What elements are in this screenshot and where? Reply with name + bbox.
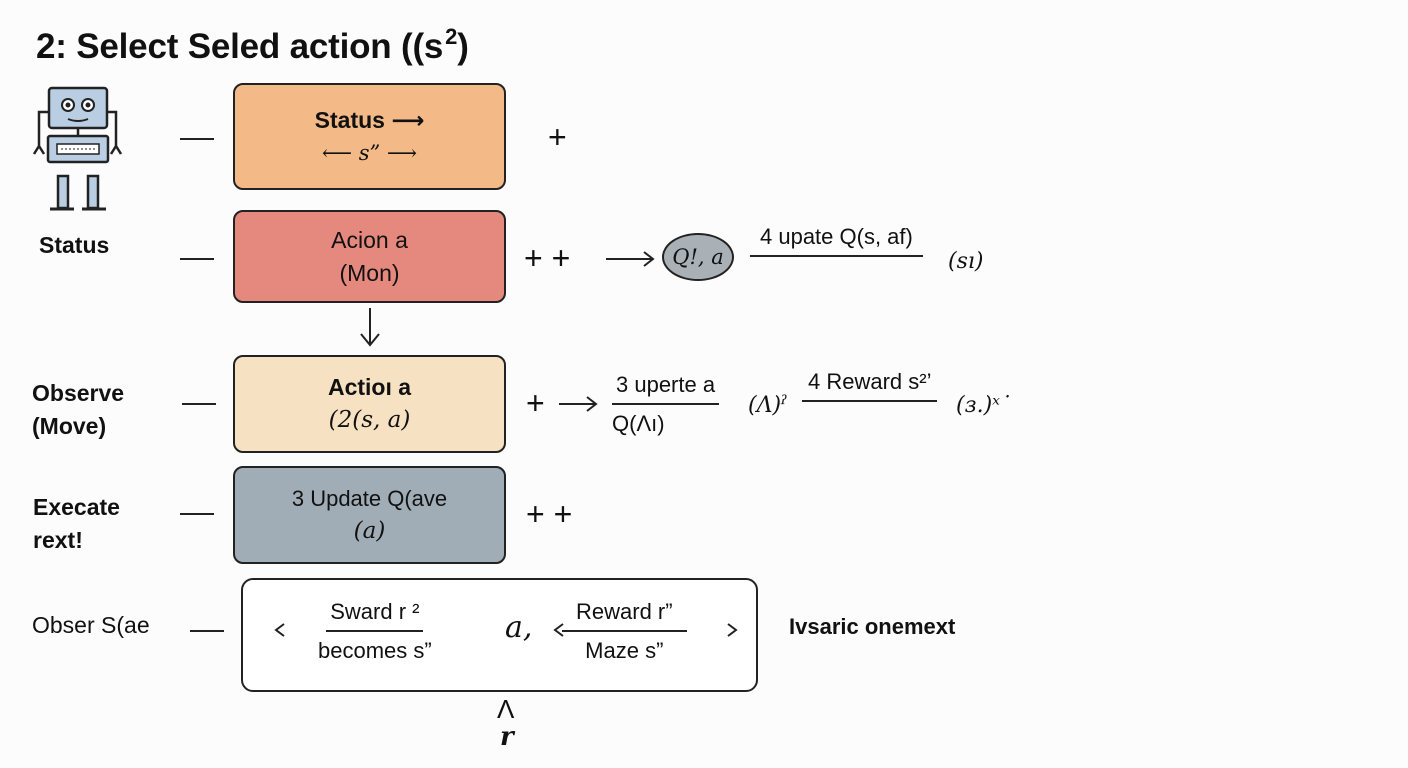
- plus-sign: +: [548, 119, 567, 155]
- page-title: 2: Select Seled action ((s2): [36, 24, 469, 67]
- update-line2: (a): [353, 518, 386, 544]
- bottom-center-symbol: a,: [505, 610, 533, 645]
- left-arrow-icon: [553, 623, 564, 637]
- title-text: 2: Select Seled action ((s: [36, 27, 444, 66]
- update-line1: 3 Update Q(ave: [291, 486, 448, 511]
- robot-icon: [32, 86, 123, 211]
- row3-frac2-num: 4 Reward s²’: [802, 367, 938, 402]
- side-label-obser: Obser S(ae: [32, 612, 150, 638]
- side-label-execute-line2: rext!: [33, 527, 83, 553]
- action-q-box: Actioı a (2(s, a): [233, 355, 506, 453]
- down-arrow-icon: [360, 308, 380, 347]
- plus-sign: + +: [524, 240, 571, 276]
- row3-fraction-2: 4 Reward s²’: [802, 367, 938, 426]
- side-label-execute: Execate rext!: [33, 491, 120, 557]
- left-arrow-icon: [274, 623, 285, 637]
- q-oval: Q!, a: [662, 233, 734, 281]
- row3-frac1-num: 3 uperte a: [612, 370, 720, 405]
- bottom-right-label: Ivsaric onemext: [789, 614, 956, 639]
- row3-frac1-den: Q(Λı): [612, 411, 665, 436]
- below-r-label: r: [500, 722, 514, 752]
- title-superscript: 2: [445, 24, 458, 49]
- right-arrow-icon: [559, 396, 598, 412]
- bottom-left-fraction: Sward r ² becomes s”: [318, 597, 432, 666]
- connector-dash: [180, 258, 214, 260]
- status-box: Status ⟶ ⟵ s” ⟶: [233, 83, 506, 190]
- bottom-right-fraction: Reward r” Maze s”: [562, 597, 687, 666]
- action-mon-line1: Acion a: [331, 226, 408, 253]
- connector-dash: [190, 630, 224, 632]
- row3-mid: (Λ)ˀ: [748, 393, 788, 418]
- bottom-left-num: Sward r ²: [326, 597, 424, 632]
- bottom-right-den: Maze s”: [585, 638, 664, 663]
- side-label-observe-line2: (Move): [32, 413, 107, 439]
- up-caret-icon: Λ: [497, 694, 515, 724]
- connector-dash: [180, 513, 214, 515]
- row3-suffix: (з.)ˣ˙: [956, 393, 1011, 418]
- update-box: 3 Update Q(ave (a): [233, 466, 506, 564]
- row2-fraction: 4 upate Q(s, af): [750, 222, 923, 281]
- row3-fraction-1: 3 uperte a Q(Λı): [612, 370, 720, 439]
- row2-frac-num: 4 upate Q(s, af): [750, 222, 923, 257]
- action-mon-box: Acion a (Mon): [233, 210, 506, 303]
- bottom-box: [241, 578, 758, 692]
- row2-suffix: (sı): [948, 249, 984, 274]
- side-label-execute-line1: Execate: [33, 494, 120, 520]
- connector-dash: [182, 403, 216, 405]
- bottom-left-den: becomes s”: [318, 638, 432, 663]
- plus-sign: + +: [526, 496, 573, 532]
- side-label-observe-line1: Observe: [32, 380, 125, 406]
- side-label-status: Status: [39, 232, 110, 258]
- side-label-observe: Observe (Move): [32, 377, 124, 443]
- action-q-line1: Actioı a: [327, 374, 412, 400]
- connector-dash: [180, 138, 214, 140]
- right-arrow-icon: [727, 623, 738, 637]
- plus-sign: +: [526, 385, 545, 421]
- title-close: ): [457, 27, 469, 66]
- action-q-line2: (2(s, a): [328, 407, 411, 433]
- right-arrow-icon: [606, 251, 655, 267]
- status-box-line1: Status ⟶: [314, 106, 425, 133]
- bottom-right-num: Reward r”: [562, 597, 687, 632]
- status-box-line2: ⟵ s” ⟶: [321, 140, 418, 165]
- action-mon-line2: (Mon): [339, 259, 400, 286]
